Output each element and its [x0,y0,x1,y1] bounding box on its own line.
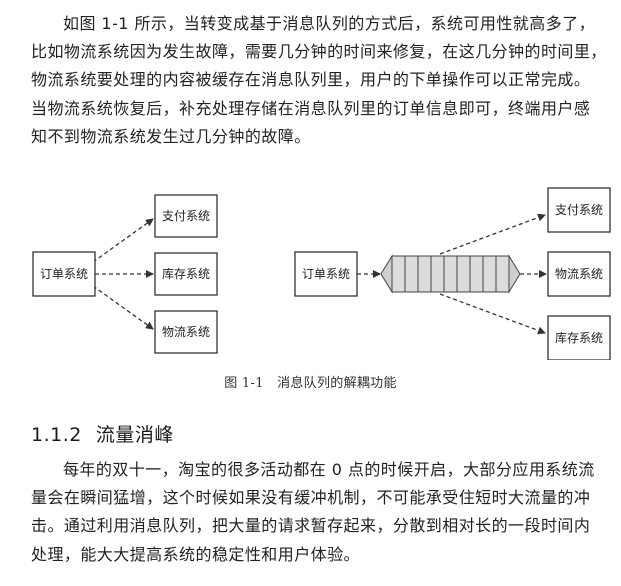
queue-right-cap [508,254,521,294]
right-diagram: 订单系统 支付系统 物流系统 库存系统 [294,187,611,360]
paragraph-peak-shaving: 每年的双十一，淘宝的很多活动都在 0 点的时候开启，大部分应用系统流 量会在瞬间… [31,456,617,569]
payment-system-box-right: 支付系统 [547,187,611,233]
queue-cell [469,255,484,293]
arrow-queue-to-payment [439,213,546,255]
queue-cell [495,255,510,293]
text-line: 物流系统要处理的内容被缓存在消息队列里，用户的下单操作可以正常完成。 [31,70,591,90]
order-system-box-right: 订单系统 [294,251,358,297]
arrow-queue-to-inventory [439,293,546,335]
arrow-to-payment [92,218,154,263]
text-line: 知不到物流系统发生过几分钟的故障。 [31,126,311,146]
logistics-system-box-right: 物流系统 [547,251,611,297]
decoupling-figure: 订单系统 支付系统 库存系统 物流系统 [32,187,611,360]
order-system-box: 订单系统 [32,251,96,297]
message-queue [380,254,521,294]
payment-system-label: 支付系统 [162,209,210,223]
text-line: 比如物流系统因为发生故障，需要几分钟的时间来修复，在这几分钟的时间里， [31,42,607,62]
text-line: 如图 1-1 所示，当转变成基于消息队列的方式后，系统可用性就高多了， [63,14,596,33]
payment-system-label: 支付系统 [555,203,603,217]
queue-cell [391,255,406,293]
inventory-system-box-right: 库存系统 [547,315,611,360]
queue-cell [430,255,445,293]
paragraph-decoupling: 如图 1-1 所示，当转变成基于消息队列的方式后，系统可用性就高多了， 比如物流… [31,10,617,151]
queue-left-cap [380,254,393,294]
section-title: 流量消峰 [95,424,174,446]
inventory-system-box: 库存系统 [154,252,218,296]
inventory-system-label: 库存系统 [555,330,603,345]
payment-system-box: 支付系统 [154,194,218,238]
logistics-system-label: 物流系统 [162,325,210,339]
section-number: 1.1.2 [31,424,82,446]
logistics-system-label: 物流系统 [555,267,603,281]
order-system-label: 订单系统 [40,267,88,281]
inventory-system-label: 库存系统 [162,266,210,281]
queue-cell [404,255,419,293]
text-line: 处理，能大大提高系统的稳定性和用户体验。 [31,544,361,564]
queue-cell [456,255,471,293]
order-system-label: 订单系统 [302,267,350,281]
section-heading: 1.1.2 流量消峰 [31,420,174,447]
text-line: 击。通过利用消息队列，把大量的请求暂存起来，分散到相对长的一段时间内 [31,516,591,536]
figure-caption: 图 1-1 消息队列的解耦功能 [224,376,397,391]
left-diagram: 订单系统 支付系统 库存系统 物流系统 [32,194,218,354]
text-line: 每年的双十一，淘宝的很多活动都在 0 点的时候开启，大部分应用系统流 [63,460,595,479]
queue-cell [482,255,497,293]
arrow-to-logistics [92,285,154,330]
queue-cell [417,255,432,293]
text-line: 量会在瞬间猛增，这个时候如果没有缓冲机制，不可能承受住短时大流量的冲 [31,488,591,508]
logistics-system-box: 物流系统 [154,310,218,354]
text-line: 当物流系统恢复后，补充处理存储在消息队列里的订单信息即可，终端用户感 [31,98,591,118]
queue-cell [443,255,458,293]
